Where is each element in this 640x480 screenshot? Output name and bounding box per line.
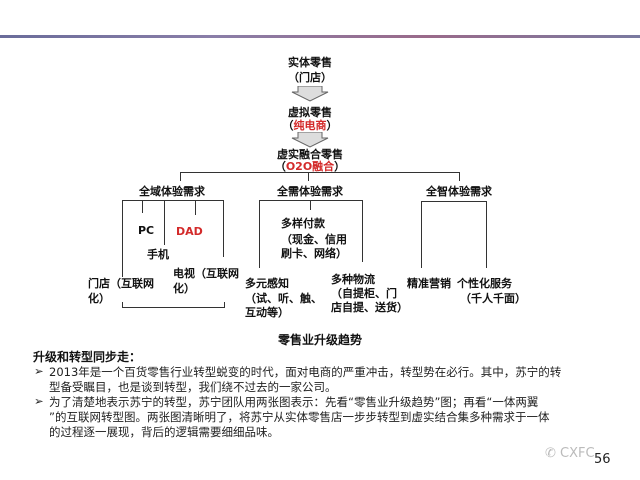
tv-label: 电视（互联网 bbox=[173, 267, 239, 280]
logistics-label-3: 店自提、送货） bbox=[331, 301, 408, 314]
bullet-2-line-3: 的过程逐一展现，背后的逻辑需要细细品味。 bbox=[49, 425, 279, 439]
stage1-sub: （门店） bbox=[288, 71, 332, 84]
payment-label-3: 刷卡、网络） bbox=[281, 247, 347, 260]
branch1-title: 全域体验需求 bbox=[139, 185, 205, 198]
bullet-icon: ➢ bbox=[34, 364, 44, 378]
diagram-caption: 零售业升级趋势 bbox=[277, 333, 363, 347]
watermark: ✆ CXFC bbox=[545, 446, 595, 461]
o2o-label: O2O融合 bbox=[285, 160, 335, 173]
paren: （ bbox=[274, 160, 286, 173]
service-label: 个性化服务 bbox=[457, 277, 512, 290]
bullet-1-line-2: 型备受瞩目，也是谈到转型，我们绕不过去的一家公司。 bbox=[49, 380, 337, 394]
wechat-icon: ✆ bbox=[545, 446, 561, 461]
down-arrow-icon bbox=[291, 86, 329, 102]
bullet-2-line-1: 为了清楚地表示苏宁的转型，苏宁团队用两张图表示：先看“零售业升级趋势”图；再看“… bbox=[49, 395, 539, 409]
bullet-2-line-2: ”的互联网转型图。两张图清晰明了，将苏宁从实体零售店一步步转型到虚实结合集多种需… bbox=[49, 410, 550, 424]
connector-line bbox=[308, 172, 309, 181]
header-divider bbox=[0, 35, 640, 38]
stage3-sub: （O2O融合） bbox=[275, 158, 345, 174]
bullet-1-line-1: 2013年是一个百货零售行业转型蜕变的时代，面对电商的严重冲击，转型势在必行。其… bbox=[49, 365, 562, 379]
phone-label: 手机 bbox=[147, 248, 169, 261]
down-arrow-icon bbox=[291, 132, 329, 148]
branch3-title: 全智体验需求 bbox=[426, 185, 492, 198]
bracket-line bbox=[224, 302, 225, 307]
dad-label: DAD bbox=[176, 225, 203, 238]
connector-line bbox=[459, 172, 460, 181]
bracket-line bbox=[421, 201, 422, 268]
paren: （ bbox=[282, 119, 294, 132]
paren: ） bbox=[326, 119, 338, 132]
bracket-line bbox=[362, 200, 363, 262]
store-label: 门店（互联网 bbox=[88, 277, 154, 290]
bracket-line bbox=[122, 307, 225, 308]
logistics-label: 多种物流 bbox=[331, 273, 375, 286]
stage3-title: 虚实融合零售 bbox=[277, 148, 343, 161]
tv-label-2: 化） bbox=[173, 282, 195, 295]
pure-ecommerce-label: 纯电商 bbox=[293, 119, 327, 132]
stage2-sub: （纯电商） bbox=[283, 117, 338, 133]
bracket-line bbox=[142, 200, 143, 213]
bracket-line bbox=[164, 200, 165, 245]
sensing-label: 多元感知 bbox=[245, 277, 289, 290]
bracket-line bbox=[223, 200, 224, 257]
watermark-text: CXFC bbox=[560, 446, 595, 461]
pc-label: PC bbox=[138, 224, 155, 237]
bracket-line bbox=[310, 200, 311, 210]
sensing-label-2: （试、听、触、 bbox=[245, 292, 322, 305]
bracket-line bbox=[122, 200, 123, 277]
sensing-label-3: 互动等） bbox=[245, 306, 289, 319]
bullet-icon: ➢ bbox=[34, 394, 44, 408]
store-label-2: 化） bbox=[88, 292, 110, 305]
marketing-label: 精准营销 bbox=[407, 277, 451, 290]
paren: ） bbox=[334, 160, 346, 173]
service-label-2: （千人千面） bbox=[460, 292, 526, 305]
connector-line bbox=[180, 172, 181, 181]
bracket-line bbox=[421, 201, 487, 202]
bracket-line bbox=[259, 200, 260, 268]
stage1-title: 实体零售 bbox=[288, 56, 332, 69]
payment-label-2: （现金、信用 bbox=[281, 233, 347, 246]
bracket-line bbox=[195, 200, 196, 215]
section-heading: 升级和转型同步走： bbox=[33, 350, 142, 364]
bracket-line bbox=[486, 201, 487, 268]
page-number: 56 bbox=[594, 452, 611, 467]
bracket-line bbox=[122, 200, 224, 201]
connector-line bbox=[180, 172, 460, 173]
stage2-title: 虚拟零售 bbox=[288, 106, 332, 119]
branch2-title: 全需体验需求 bbox=[277, 185, 343, 198]
bracket-line bbox=[122, 302, 123, 307]
logistics-label-2: （自提柜、门 bbox=[331, 287, 397, 300]
payment-label: 多样付款 bbox=[281, 217, 325, 230]
